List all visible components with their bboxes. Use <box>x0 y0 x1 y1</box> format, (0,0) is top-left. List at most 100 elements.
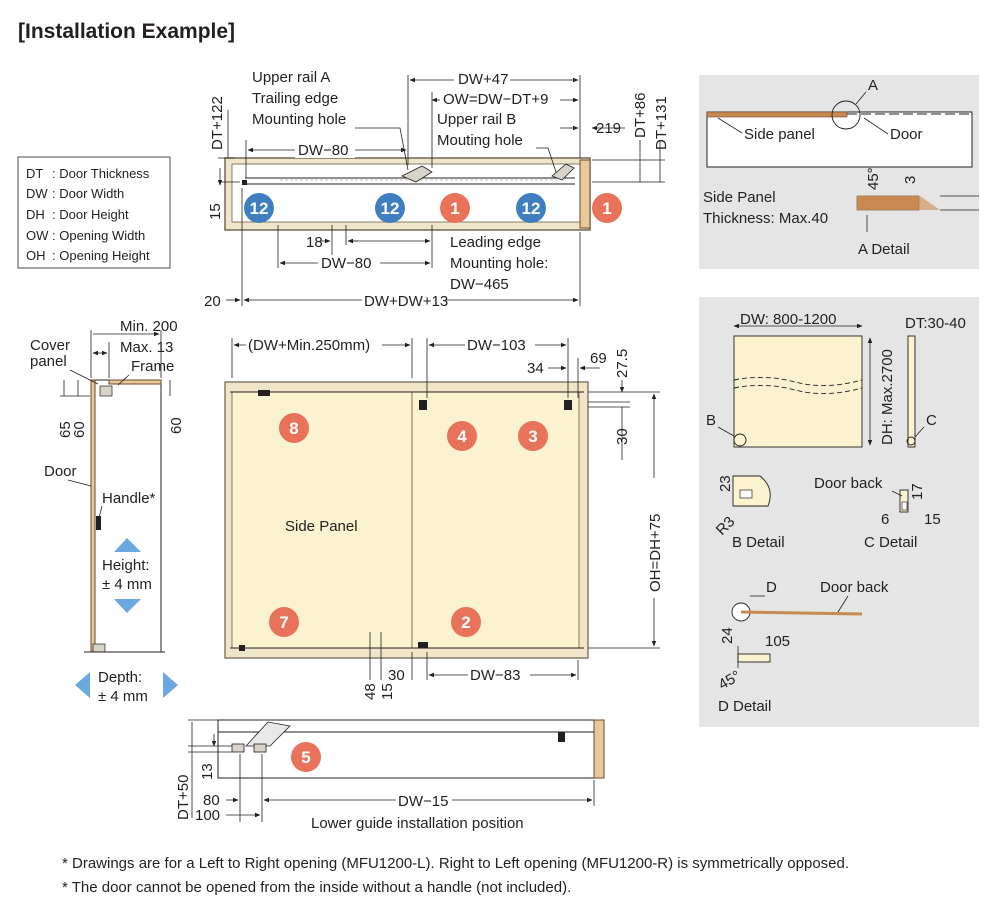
abbreviation-legend: DT : Door Thickness DW : Door Width DH :… <box>17 156 171 269</box>
dim-15-bottom: 15 <box>379 683 396 700</box>
height-adjust-label: Height: <box>102 557 150 574</box>
door-thickness-range: DT:30-40 <box>905 315 966 332</box>
dim-13-lower: 13 <box>199 763 216 780</box>
dim-48: 48 <box>362 683 379 700</box>
dim-100-lower: 100 <box>195 807 220 824</box>
arrow-down-icon <box>114 599 141 613</box>
frame-label: Frame <box>131 358 174 375</box>
dim-219: 219 <box>596 120 621 137</box>
door-height-max: DH: Max.2700 <box>879 349 896 445</box>
badge-12: 12 <box>375 193 405 223</box>
svg-text:7: 7 <box>279 613 288 632</box>
detail-c-caption: C Detail <box>864 534 917 551</box>
page-title: [Installation Example] <box>18 20 235 43</box>
upper-rail-b-label: Upper rail B <box>437 111 516 128</box>
legend-label: : Opening Height <box>52 248 150 263</box>
dim-dw-dw-plus-13: DW+DW+13 <box>364 293 448 310</box>
dim-dw-minus-80-top: DW−80 <box>298 142 348 159</box>
arrow-up-icon <box>114 538 141 552</box>
legend-label: : Door Thickness <box>52 166 150 181</box>
detail-c-dim-6: 6 <box>881 511 889 528</box>
dim-oh: OH=DH+75 <box>647 514 664 592</box>
dim-27-5: 27.5 <box>614 349 631 378</box>
legend-abbr: DT <box>26 166 43 181</box>
legend-label: : Door Height <box>52 207 129 222</box>
dim-15-top: 15 <box>207 203 224 220</box>
detail-a-angle: 45° <box>865 167 882 190</box>
dim-80-lower: 80 <box>203 792 220 809</box>
upper-rail-a-label: Trailing edge <box>252 90 338 107</box>
height-adjust-label: ± 4 mm <box>102 576 152 593</box>
side-panel-thickness-label: Side Panel <box>703 189 776 206</box>
dim-60-left: 60 <box>71 421 88 438</box>
detail-b-marker: B <box>706 412 716 429</box>
legend-abbr: DW <box>26 186 48 201</box>
badge-12: 12 <box>516 193 546 223</box>
dim-dw-minus-83: DW−83 <box>470 667 520 684</box>
legend-label: : Door Width <box>52 186 124 201</box>
door-spec-panel: DW: 800-1200 DH: Max.2700 B DT:30-40 C 2… <box>699 297 979 727</box>
legend-abbr: DH <box>26 207 45 222</box>
svg-text:12: 12 <box>250 199 269 218</box>
detail-c-dim-15: 15 <box>924 511 941 528</box>
detail-b-caption: B Detail <box>732 534 785 551</box>
lower-guide-caption: Lower guide installation position <box>311 815 524 832</box>
dim-dw-minus-80-bottom: DW−80 <box>321 255 371 272</box>
badge-1: 1 <box>440 193 470 223</box>
dim-dt-plus-122: DT+122 <box>209 96 226 150</box>
detail-a-side-panel-label: Side panel <box>744 126 815 143</box>
badge-4: 4 <box>447 421 477 451</box>
leading-edge-label: DW−465 <box>450 276 509 293</box>
door-label: Door <box>44 463 77 480</box>
detail-a-panel: A Side panel Door Side Panel Thickness: … <box>699 75 979 269</box>
badge-2: 2 <box>451 607 481 637</box>
legend-abbr: OH <box>26 248 46 263</box>
handle-label: Handle* <box>102 490 156 507</box>
detail-c-marker: C <box>926 412 937 429</box>
dim-30-bottom: 30 <box>388 667 405 684</box>
detail-a-door-label: Door <box>890 126 923 143</box>
door-width-range: DW: 800-1200 <box>740 311 836 328</box>
badge-7: 7 <box>269 607 299 637</box>
upper-rail-a-label: Upper rail A <box>252 69 330 86</box>
legend-abbr: OW <box>26 228 49 243</box>
arrow-left-icon <box>75 672 90 698</box>
footnote: * The door cannot be opened from the ins… <box>62 879 571 896</box>
detail-d-door-back-label: Door back <box>820 579 889 596</box>
detail-d-caption: D Detail <box>718 698 771 715</box>
svg-text:1: 1 <box>450 199 459 218</box>
detail-d-dim-105: 105 <box>765 633 790 650</box>
cover-panel-label: Cover <box>30 337 70 354</box>
dim-20: 20 <box>204 293 221 310</box>
lower-guide-view: DT+50 13 80 100 DW−15 Lower guide instal… <box>175 719 605 832</box>
footnote: * Drawings are for a Left to Right openi… <box>62 855 849 872</box>
badge-5: 5 <box>291 742 321 772</box>
cover-panel-label: panel <box>30 353 67 370</box>
dim-dt-plus-131: DT+131 <box>653 96 670 150</box>
side-panel-label: Side Panel <box>285 518 358 535</box>
badge-8: 8 <box>279 413 309 443</box>
dim-dw-minus-103: DW−103 <box>467 337 526 354</box>
detail-c-dim-17: 17 <box>909 483 926 500</box>
svg-text:8: 8 <box>289 419 298 438</box>
svg-text:5: 5 <box>301 748 310 767</box>
dim-60-right: 60 <box>168 417 185 434</box>
svg-text:12: 12 <box>381 199 400 218</box>
dim-ow: OW=DW−DT+9 <box>443 91 548 108</box>
legend-label: : Opening Width <box>52 228 145 243</box>
top-view: Upper rail A Trailing edge Mounting hole… <box>204 69 670 310</box>
dim-max-13: Max. 13 <box>120 339 173 356</box>
arrow-right-icon <box>163 672 178 698</box>
badge-1: 1 <box>592 193 622 223</box>
badge-3: 3 <box>518 421 548 451</box>
dim-dw-minus-15: DW−15 <box>398 793 448 810</box>
svg-text:1: 1 <box>602 199 611 218</box>
side-panel-thickness-label: Thickness: Max.40 <box>703 210 828 227</box>
detail-a-caption: A Detail <box>858 241 910 258</box>
dim-dt-plus-86: DT+86 <box>632 93 649 138</box>
detail-d-marker: D <box>766 579 777 596</box>
detail-c-door-back-label: Door back <box>814 475 883 492</box>
dim-30-right: 30 <box>614 428 631 445</box>
